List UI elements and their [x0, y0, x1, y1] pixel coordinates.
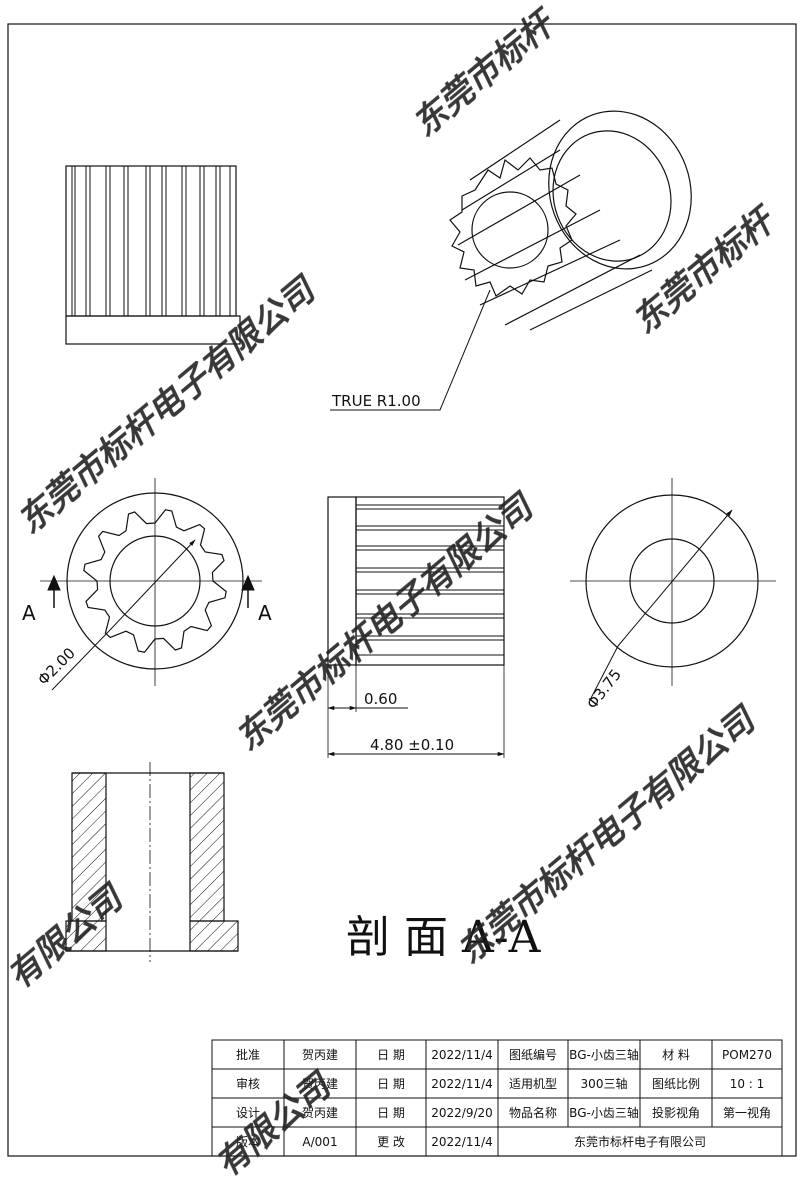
approve-label: 批准: [236, 1047, 260, 1062]
drawing-no-label: 图纸编号: [509, 1047, 557, 1062]
section-marker-right: A: [258, 601, 272, 625]
design-name: 贺丙建: [302, 1106, 338, 1120]
review-label: 审核: [236, 1076, 260, 1091]
section-title: 剖 面 A-A: [346, 912, 542, 963]
flange-width-dimension: 0.60: [364, 690, 397, 708]
watermark-text: 东莞市标杆: [405, 1, 566, 145]
design-date: 2022/9/20: [431, 1106, 493, 1120]
overall-length-dimension: 4.80 ±0.10: [370, 736, 454, 754]
date-label-3: 日 期: [377, 1106, 405, 1120]
front-view: [65, 165, 241, 345]
gear-tooth-profile: [83, 509, 227, 653]
version-label: 版本: [236, 1135, 260, 1149]
model: 300三轴: [581, 1076, 628, 1091]
watermark-text: 有限公司: [208, 1064, 341, 1180]
item-label: 物品名称: [509, 1105, 557, 1120]
watermark-text: 东莞市标杆电子有限公司: [450, 698, 765, 972]
scale: 10 : 1: [730, 1077, 765, 1091]
title-block-text: 批准 贺丙建 日 期 2022/11/4 图纸编号 BG-小齿三轴 材 料 PO…: [236, 1047, 772, 1149]
company-name: 东莞市标杆电子有限公司: [574, 1134, 706, 1149]
change-label: 更 改: [377, 1135, 405, 1149]
watermark-text: 有限公司: [0, 876, 133, 997]
section-arrow-left: [47, 574, 61, 608]
review-name: 贺丙建: [302, 1077, 338, 1091]
inner-diameter-label: Φ2.00: [34, 644, 79, 689]
projection: 第一视角: [723, 1105, 771, 1120]
watermark-text: 东莞市标杆电子有限公司: [10, 268, 325, 542]
watermark-text: 东莞市标杆: [625, 198, 786, 342]
item: BG-小齿三轴: [569, 1105, 639, 1120]
version-value: A/001: [302, 1135, 337, 1149]
review-date: 2022/11/4: [431, 1077, 493, 1091]
date-label-2: 日 期: [377, 1077, 405, 1091]
material: POM270: [722, 1048, 772, 1062]
isometric-view: [330, 110, 692, 411]
scale-label: 图纸比例: [652, 1077, 700, 1091]
title-block: [211, 1039, 783, 1157]
section-marker-left: A: [22, 601, 36, 625]
true-radius-label: TRUE R1.00: [331, 392, 421, 410]
side-view: [327, 496, 505, 758]
drawing-no: BG-小齿三轴: [569, 1047, 639, 1062]
gear-end-view: [40, 478, 262, 691]
change-date: 2022/11/4: [431, 1135, 493, 1149]
approve-date: 2022/11/4: [431, 1048, 493, 1062]
projection-label: 投影视角: [652, 1105, 700, 1120]
design-label: 设计: [236, 1106, 260, 1120]
flange-end-view: [570, 478, 776, 701]
section-arrow-right: [241, 574, 255, 608]
material-label: 材 料: [662, 1048, 690, 1062]
date-label-1: 日 期: [377, 1048, 405, 1062]
model-label: 适用机型: [509, 1077, 557, 1091]
section-view-aa: [65, 762, 239, 962]
approve-name: 贺丙建: [302, 1048, 338, 1062]
